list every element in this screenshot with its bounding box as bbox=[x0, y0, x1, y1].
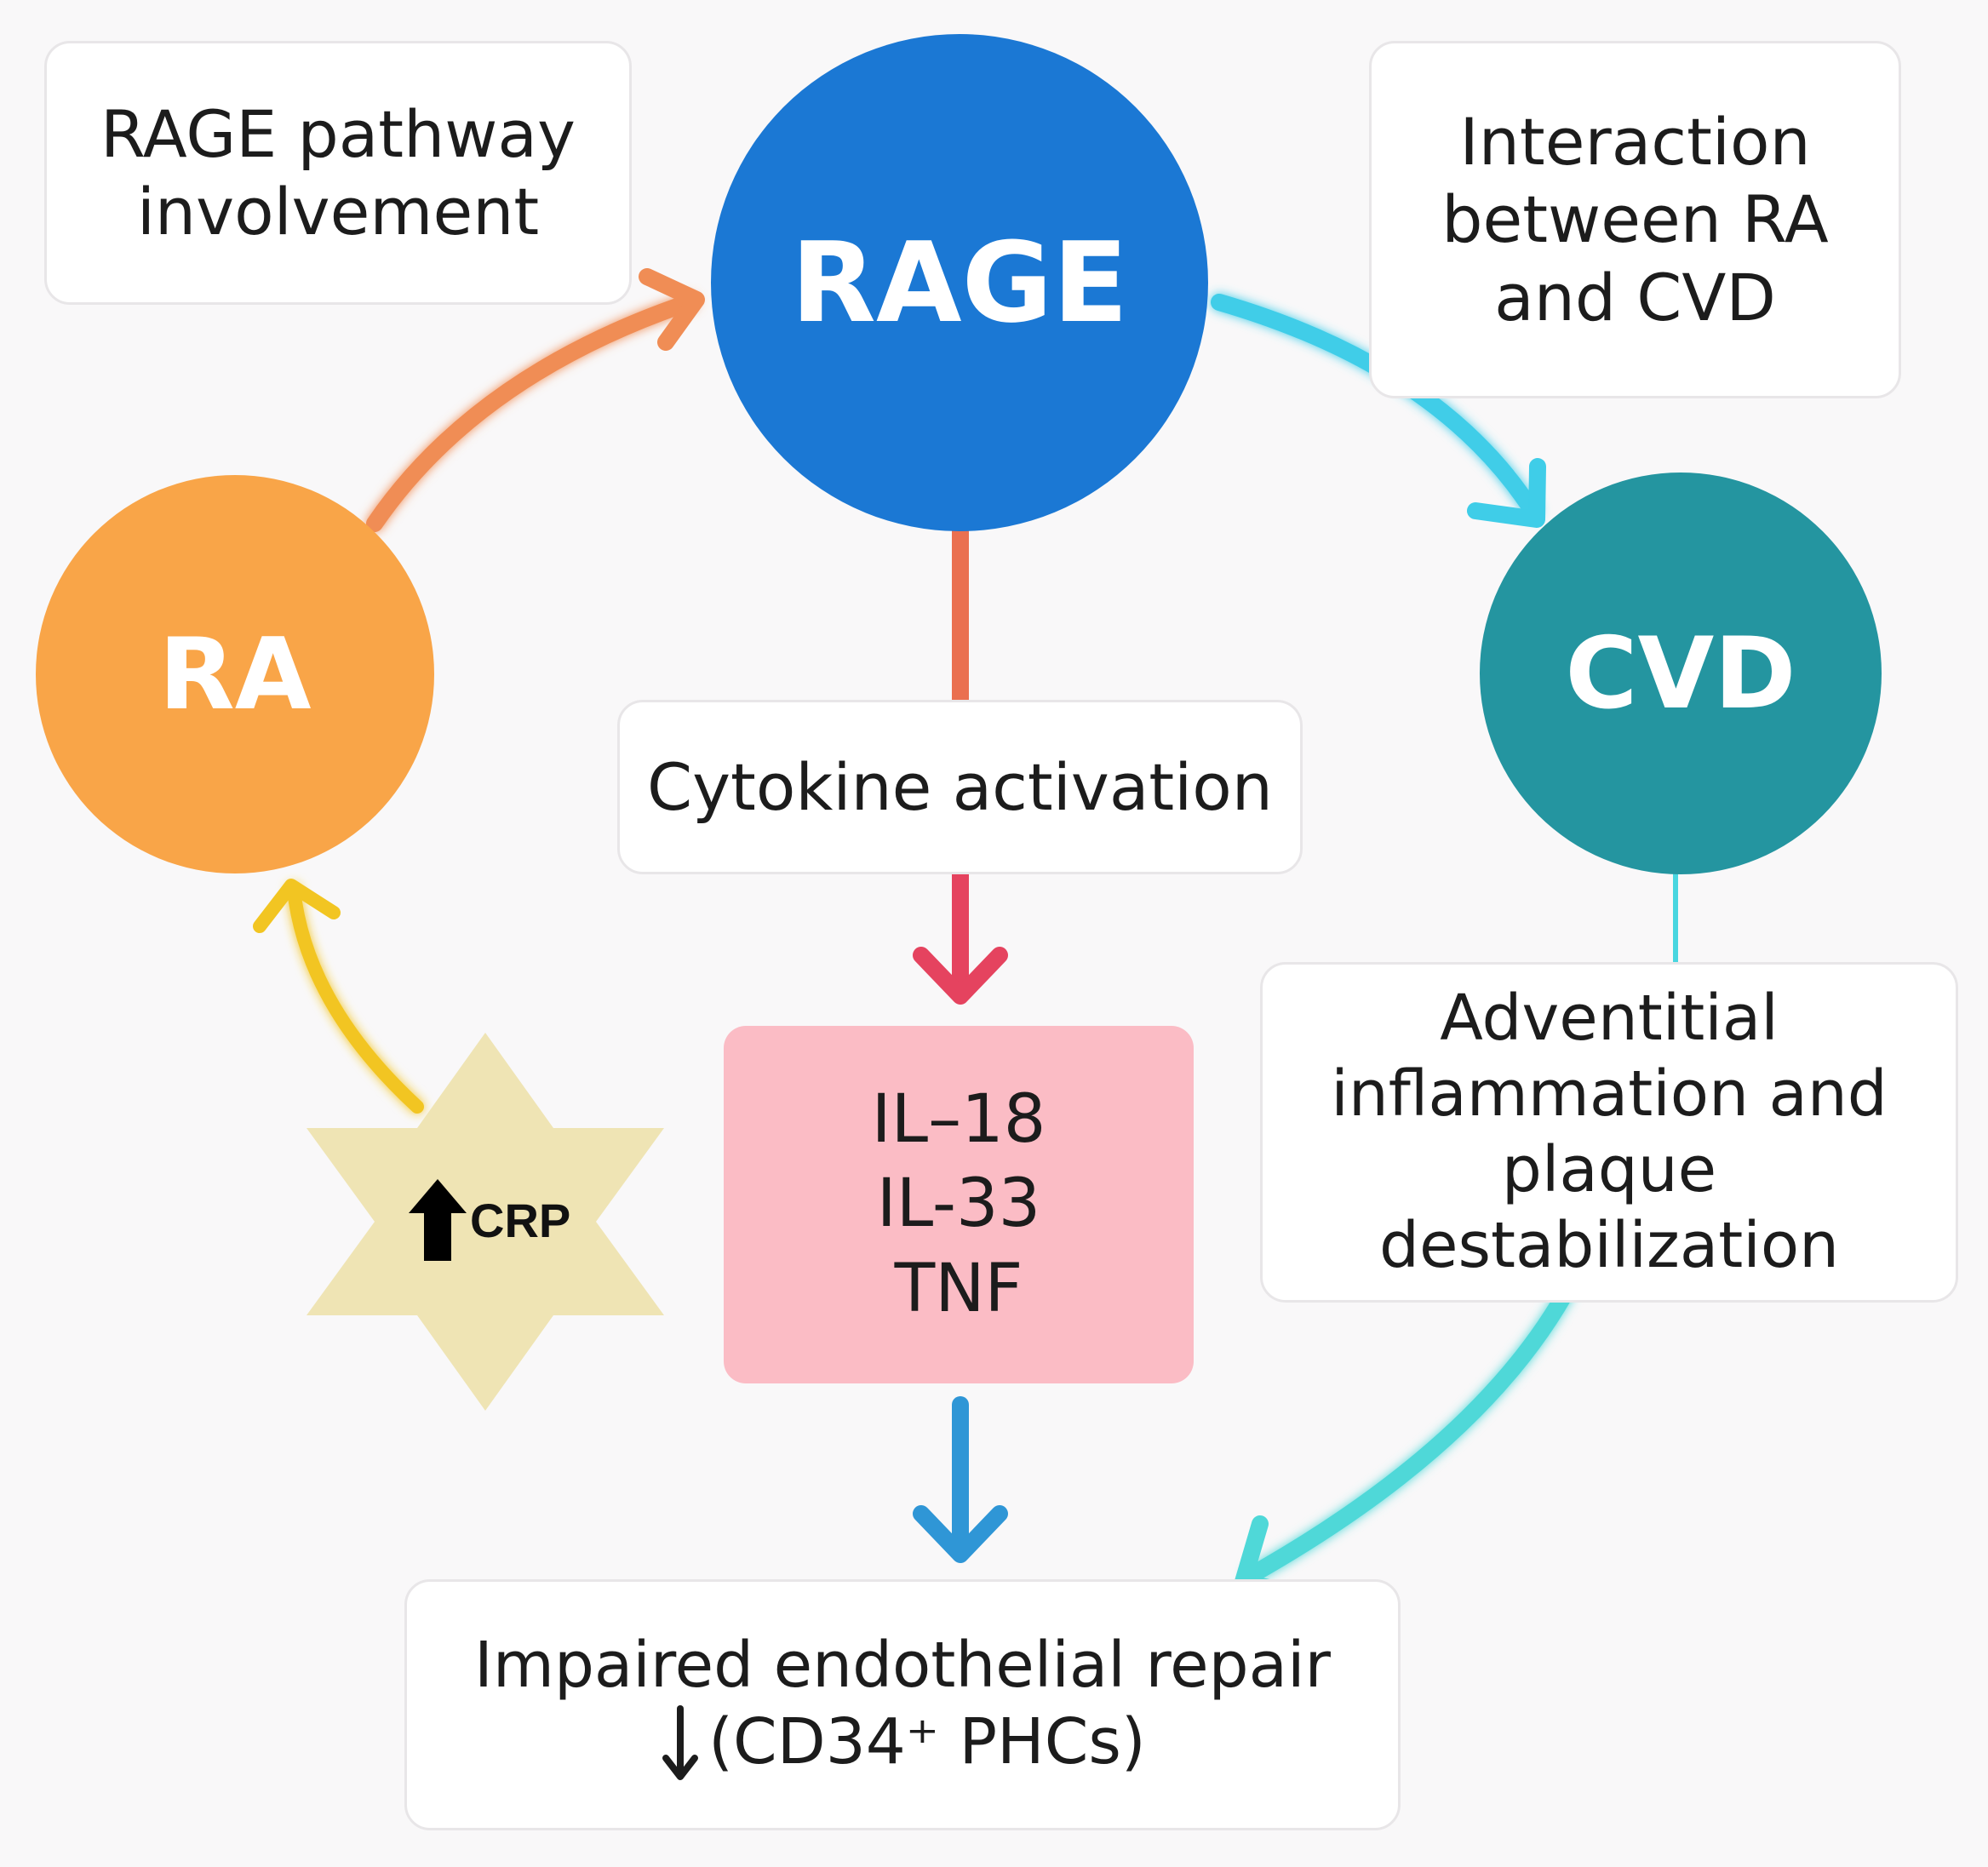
adventitial-line-1: Adventitial bbox=[1440, 982, 1779, 1056]
arrow-ra-to-rage bbox=[366, 268, 705, 532]
interaction-line-3: and CVD bbox=[1494, 259, 1776, 335]
arrow-il-to-impaired bbox=[913, 1396, 1008, 1563]
ra-node: RA bbox=[36, 475, 434, 873]
rage-pathway-line-1: RAGE pathway bbox=[100, 95, 576, 172]
crp-marker-label-group: CRP bbox=[407, 1173, 570, 1267]
arrow-cytokine-to-il bbox=[913, 853, 1008, 1005]
rage-node-label: RAGE bbox=[790, 218, 1129, 347]
arrow-crp-to-ra bbox=[253, 879, 424, 1114]
up-arrow-icon bbox=[409, 1179, 467, 1261]
cytokine-activation-label: Cytokine activation bbox=[647, 748, 1273, 825]
crp-marker-label: CRP bbox=[470, 1193, 571, 1247]
rage-node: RAGE bbox=[711, 34, 1208, 531]
arrow-adventitial-to-impaired bbox=[1235, 1286, 1573, 1602]
impaired-line-2: (CD34⁺ PHCs) bbox=[708, 1705, 1146, 1779]
rage-pathway-box: RAGE pathway involvement bbox=[44, 41, 632, 305]
arrow-cvd-to-adventitial bbox=[1665, 868, 1686, 983]
impaired-line-2-wrap: (CD34⁺ PHCs) bbox=[659, 1704, 1146, 1782]
cytokine-item: IL-33 bbox=[876, 1165, 1041, 1243]
adventitial-box: Adventitial inflammation and plaque dest… bbox=[1260, 962, 1958, 1303]
interaction-line-1: Interaction bbox=[1459, 104, 1811, 180]
adventitial-line-2: inflammation and bbox=[1331, 1057, 1888, 1131]
crp-star-shape bbox=[307, 1033, 664, 1411]
impaired-repair-box: Impaired endothelial repair (CD34⁺ PHCs) bbox=[404, 1579, 1401, 1830]
cvd-node-label: CVD bbox=[1565, 616, 1796, 731]
cvd-node: CVD bbox=[1480, 472, 1882, 874]
rage-pathway-line-2: involvement bbox=[136, 174, 540, 249]
cytokine-item: TNF bbox=[894, 1250, 1023, 1327]
cytokine-list-box: IL–18 IL-33 TNF bbox=[724, 1026, 1194, 1383]
adventitial-line-3: plaque destabilization bbox=[1378, 1133, 1839, 1282]
interaction-box: Interaction between RA and CVD bbox=[1369, 41, 1901, 398]
impaired-line-1: Impaired endothelial repair bbox=[474, 1629, 1331, 1703]
interaction-line-2: between RA bbox=[1441, 181, 1829, 258]
cytokine-activation-box: Cytokine activation bbox=[617, 700, 1303, 874]
down-arrow-icon bbox=[662, 1704, 699, 1780]
cytokine-item: IL–18 bbox=[871, 1081, 1046, 1159]
ra-node-label: RA bbox=[158, 616, 312, 732]
